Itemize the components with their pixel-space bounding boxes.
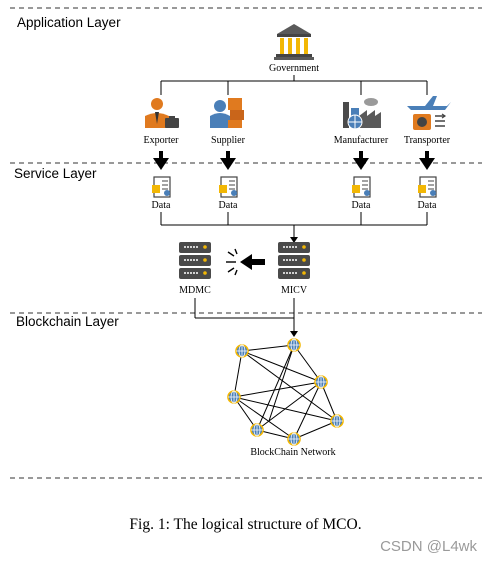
micv-input-arrowhead [290, 237, 298, 243]
application-layer-label: Application Layer [17, 15, 121, 30]
globe-node-icon [235, 344, 249, 358]
globe-node-icon [287, 432, 301, 446]
watermark: CSDN @L4wk [380, 538, 477, 555]
blockchain-nodes [227, 338, 344, 446]
supplier-label: Supplier [211, 135, 246, 146]
blockchain-network-edges [233, 344, 338, 440]
data-label-supplier: Data [219, 200, 238, 211]
data-label-manufacturer: Data [352, 200, 371, 211]
government-connectors [160, 75, 428, 95]
micv-label: MICV [281, 285, 308, 296]
globe-node-icon [250, 423, 264, 437]
data-document-icon [152, 176, 171, 198]
blockchain-network-label: BlockChain Network [250, 447, 335, 458]
blockchain-layer-label: Blockchain Layer [16, 314, 119, 329]
data-document-icon [352, 176, 371, 198]
data-merge-connectors [160, 212, 428, 238]
server-rack-icon [278, 242, 310, 279]
mdmc-label: MDMC [179, 285, 211, 296]
globe-node-icon [287, 338, 301, 352]
data-document-icon [418, 176, 437, 198]
businessman-icon [145, 98, 179, 128]
delivery-worker-icon [210, 98, 244, 128]
exporter-label: Exporter [144, 135, 180, 146]
globe-node-icon [314, 375, 328, 389]
blocked-arrow-icon [226, 248, 265, 276]
figure-caption: Fig. 1: The logical structure of MCO. [129, 516, 362, 533]
transporter-label: Transporter [404, 135, 451, 146]
data-label-exporter: Data [152, 200, 171, 211]
airplane-cargo-icon [407, 96, 451, 130]
server-blockchain-connectors [194, 298, 295, 332]
government-building-icon [274, 24, 314, 60]
server-rack-icon [179, 242, 211, 279]
service-layer-label: Service Layer [14, 166, 97, 181]
data-label-transporter: Data [418, 200, 437, 211]
factory-icon [343, 98, 381, 130]
upload-arrows [153, 151, 435, 170]
blockchain-input-arrowhead [290, 331, 298, 337]
data-document-icon [219, 176, 238, 198]
globe-node-icon [227, 390, 241, 404]
globe-node-icon [330, 414, 344, 428]
manufacturer-label: Manufacturer [334, 135, 389, 146]
government-label: Government [269, 63, 319, 74]
